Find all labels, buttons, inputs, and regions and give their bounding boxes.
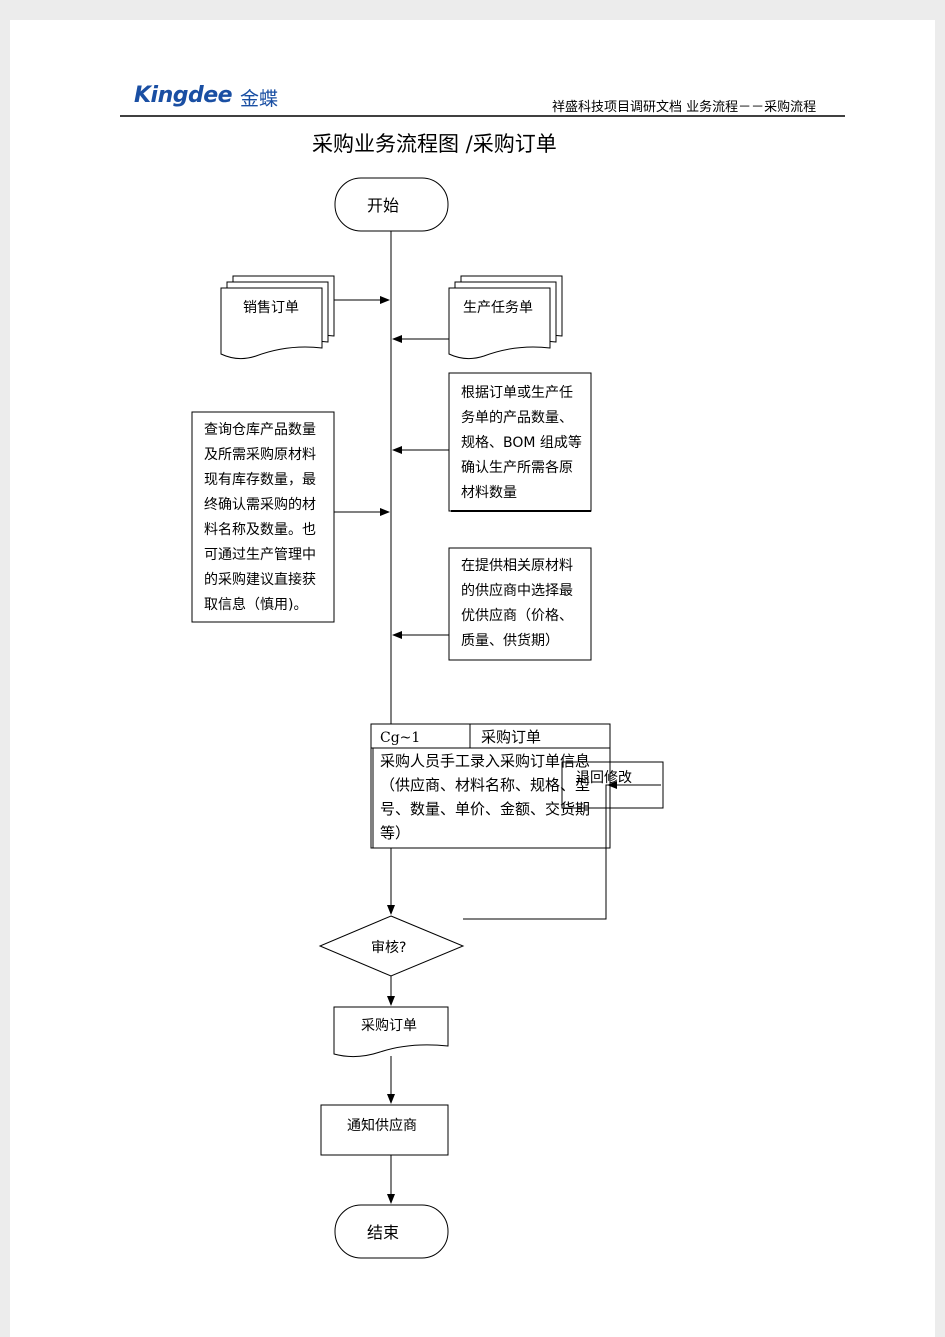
query-inventory-box [191,411,335,623]
notify-supplier-label: 通知供应商 [347,1118,417,1134]
review-label: 审核? [371,940,407,956]
end-label: 结束 [367,1223,400,1242]
end-terminator [334,1204,449,1259]
purchase-order-doc-shape [333,1006,449,1058]
document-page [10,20,935,1337]
select-supplier-box [448,547,592,661]
return-modify-box [561,761,664,809]
process-description: 采购人员手工录入采购订单信息（供应商、材料名称、规格、型号、数量、单价、金额、交… [380,752,591,842]
start-label: 开始 [367,196,400,215]
production-task-multidoc [448,275,563,360]
select-supplier-label: 在提供相关原材料的供应商中选择最优供应商（价格、质量、供货期） [461,558,573,649]
notify-supplier-box [320,1104,449,1156]
calc-materials-label: 根据订单或生产任务单的产品数量、规格、BOM 组成等确认生产所需各原材料数量 [461,385,582,501]
production-task-label: 生产任务单 [463,300,533,316]
process-name: 采购订单 [481,728,542,746]
document-header-title: 祥盛科技项目调研文档 业务流程－－采购流程 [552,100,817,115]
diagram-title: 采购业务流程图 /采购订单 [312,132,557,156]
kingdee-logo-cn: 金蝶 [240,88,279,110]
purchase-order-doc-label: 采购订单 [361,1018,417,1034]
process-code: Cg~1 [380,730,421,746]
sales-order-label: 销售订单 [243,300,299,316]
return-modify-label: 退回修改 [576,770,632,786]
sales-order-multidoc [220,275,335,360]
query-inventory-label: 查询仓库产品数量及所需采购原材料现有库存数量，最终确认需采购的材料名称及数量。也… [204,422,316,613]
calc-materials-box [448,372,592,512]
kingdee-logo: Kingdee [134,83,233,108]
